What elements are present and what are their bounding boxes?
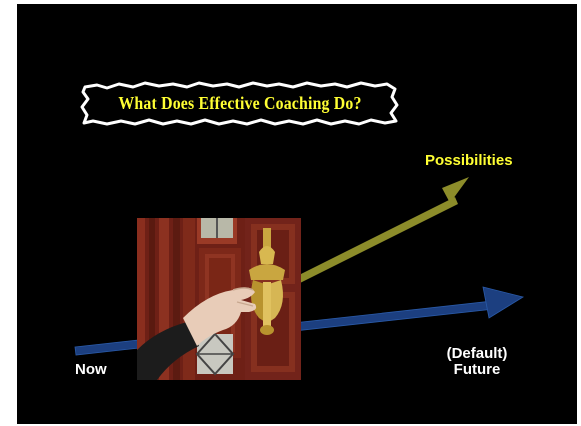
door-knocker-photo — [137, 218, 301, 380]
default-future-label-line1: (Default) — [446, 345, 508, 362]
slide-title: What Does Effective Coaching Do? — [118, 92, 362, 113]
title-banner: What Does Effective Coaching Do? — [79, 77, 401, 129]
possibilities-label: Possibilities — [425, 152, 513, 169]
door-knocker-image — [137, 218, 301, 380]
possibilities-arrow — [293, 177, 469, 285]
default-future-label: (Default) Future — [427, 346, 527, 378]
slide: What Does Effective Coaching Do? — [17, 4, 577, 424]
now-label: Now — [75, 361, 107, 378]
default-future-label-line2: Future — [453, 361, 501, 378]
torn-banner-shape — [80, 81, 399, 126]
